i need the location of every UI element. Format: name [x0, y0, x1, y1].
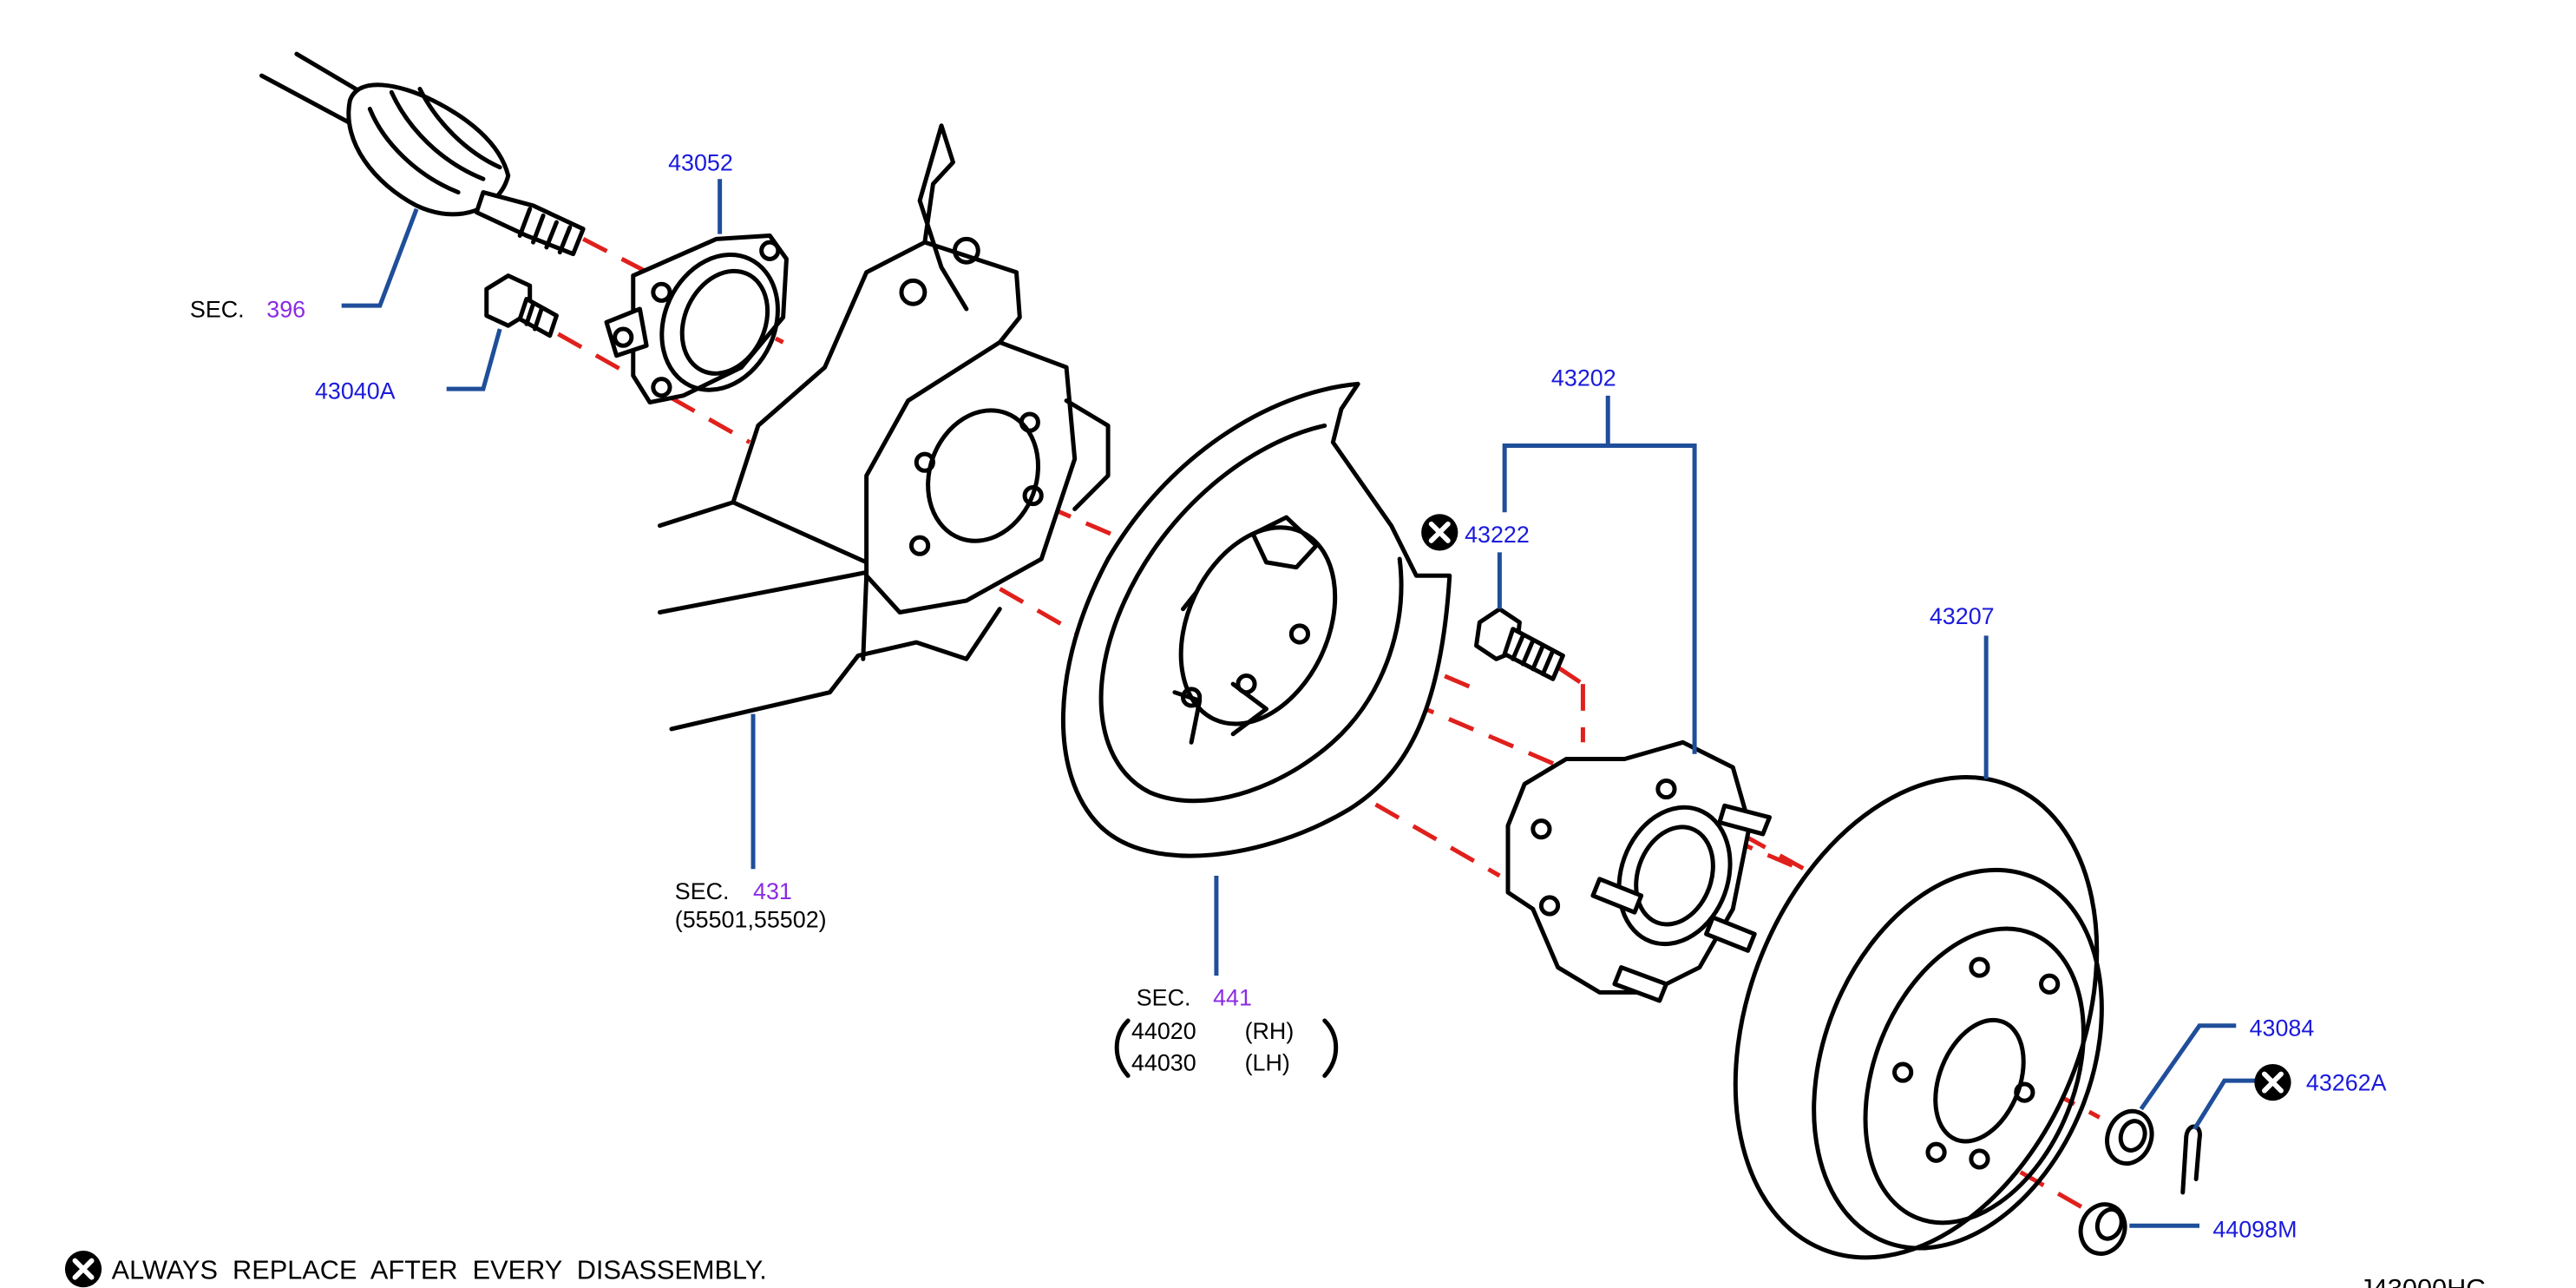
- footer-note: ALWAYS REPLACE AFTER EVERY DISASSEMBLY.: [112, 1255, 767, 1285]
- drive-shaft: [259, 51, 586, 257]
- leader-43262a: [2193, 1078, 2258, 1131]
- label-43222: 43222: [1465, 522, 1530, 548]
- label-43052: 43052: [668, 150, 733, 176]
- label-sec441-number: 441: [1213, 985, 1252, 1011]
- brake-backing-plate: [1060, 381, 1452, 858]
- x-circle-icon: [64, 1251, 102, 1288]
- sec441-brackets: [1114, 1018, 1339, 1078]
- leader-lines: [341, 179, 2258, 1228]
- axis-hub-stud: [1665, 790, 1818, 878]
- label-43084: 43084: [2250, 1015, 2315, 1041]
- label-sec441-row2-side: (LH): [1245, 1050, 1290, 1076]
- footer-code: J43000HG: [2359, 1273, 2487, 1288]
- label-sec431-prefix: SEC.: [675, 878, 730, 904]
- part-labels: SEC. 396 43052 43040A 43202 43222 43207 …: [112, 150, 2488, 1288]
- label-sec441-row1-side: (RH): [1245, 1018, 1295, 1044]
- bolt-43040a: [484, 273, 559, 338]
- label-sec441-row2-part: 44030: [1131, 1050, 1196, 1076]
- x-circle-icon: [1421, 514, 1458, 551]
- brake-rotor-43207: [1733, 775, 2104, 1260]
- leader-43202: [1502, 395, 1697, 754]
- leader-43040a: [446, 328, 502, 391]
- label-sec396-prefix: SEC.: [190, 297, 245, 323]
- cotter-pin-43262a: [2180, 1124, 2202, 1195]
- x-circle-icon: [2254, 1063, 2291, 1101]
- label-43262a: 43262A: [2306, 1070, 2387, 1096]
- wheel-hub-43202: [1505, 739, 1773, 1003]
- label-sec431-number: 431: [753, 878, 792, 904]
- hub-nut-43084: [2105, 1108, 2154, 1166]
- label-43207: 43207: [1930, 603, 1995, 629]
- label-sec441-row1-part: 44020: [1131, 1018, 1196, 1044]
- label-43040a: 43040A: [315, 378, 396, 404]
- label-43202: 43202: [1551, 365, 1616, 391]
- cap-44098m: [2078, 1202, 2127, 1256]
- axis-bolt-43222: [1557, 665, 1584, 687]
- hub-bolt-43222: [1474, 607, 1565, 681]
- leader-sec396: [341, 207, 419, 308]
- label-sec431-sub: (55501,55502): [675, 906, 827, 932]
- leader-43084: [2139, 1023, 2237, 1111]
- axis-lower: [923, 543, 1501, 878]
- label-44098m: 44098M: [2212, 1217, 2297, 1243]
- label-sec396-number: 396: [266, 297, 305, 323]
- sensor-plate-43052: [604, 233, 789, 405]
- label-sec441-prefix: SEC.: [1137, 985, 1191, 1011]
- steering-knuckle: [657, 123, 1111, 732]
